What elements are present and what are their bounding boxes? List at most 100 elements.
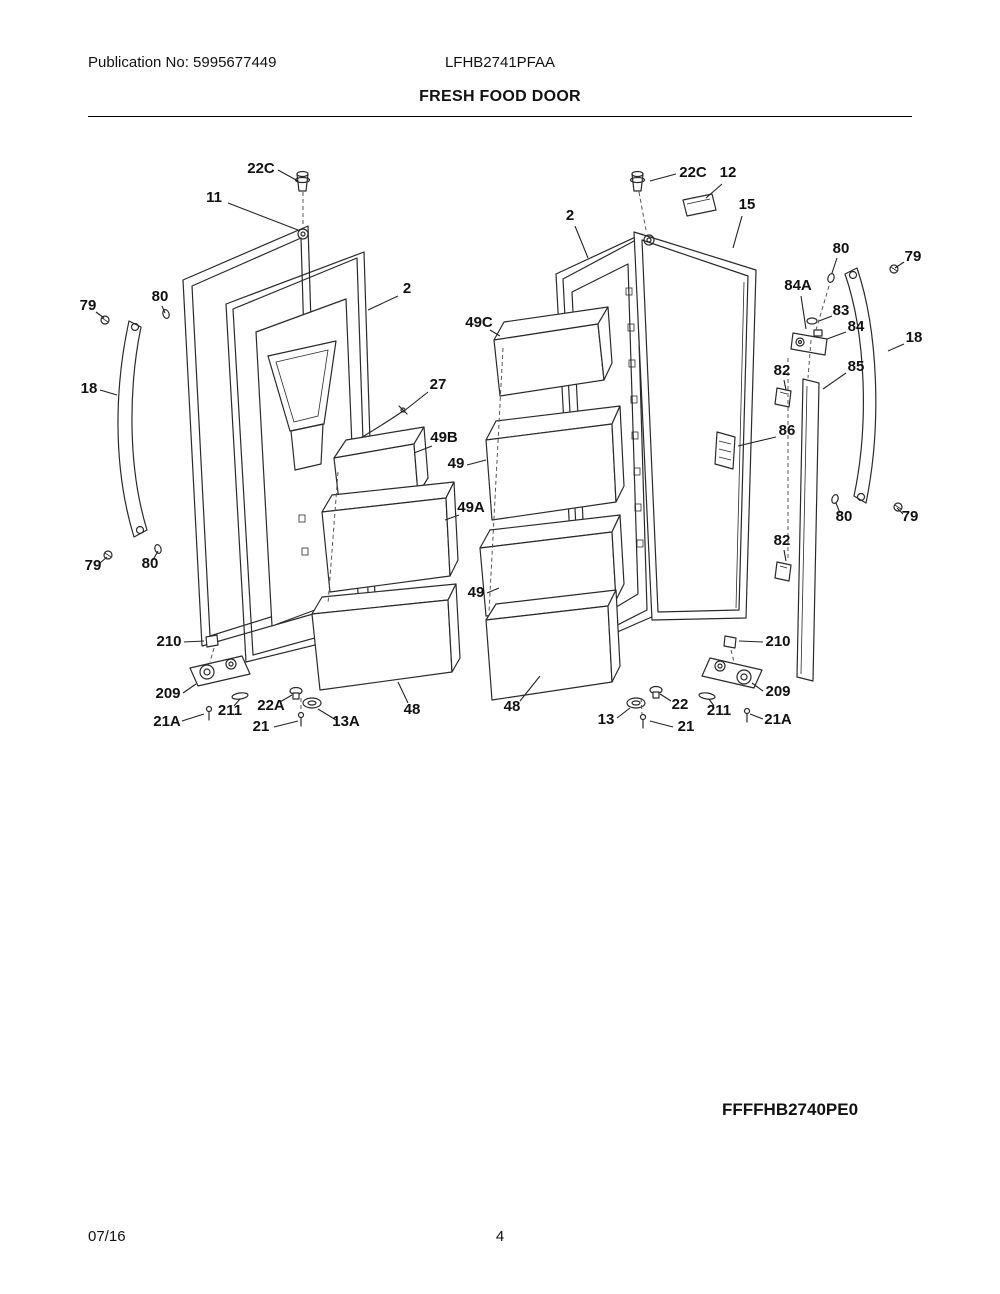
page-title: FRESH FOOD DOOR [419, 88, 581, 105]
callout-79: 79 [902, 508, 919, 525]
callout-leader-15 [732, 215, 743, 249]
callout-leader-49A [444, 514, 460, 521]
callout-leader-18 [99, 389, 118, 396]
callout-84: 84 [848, 318, 865, 335]
bracket-84a [790, 317, 828, 356]
right-door-handle [844, 267, 877, 504]
callout-leader-13 [616, 707, 631, 719]
callout-leader-13A [317, 708, 337, 721]
callout-leader-86 [737, 436, 777, 447]
callout-leader-11 [227, 202, 299, 231]
bin-48-left [311, 583, 461, 691]
model-number: LFHB2741PFAA [444, 54, 556, 71]
callout-18: 18 [906, 329, 923, 346]
callout-84A: 84A [784, 277, 812, 294]
callout-leader-18 [887, 343, 905, 352]
callout-2: 2 [566, 207, 574, 224]
footer-date: 07/16 [88, 1228, 126, 1245]
callout-86: 86 [779, 422, 796, 439]
dashed-guides [209, 191, 830, 715]
bin-49-middle [485, 405, 625, 521]
callout-49B: 49B [430, 429, 458, 446]
callout-leader-21A [181, 713, 205, 722]
callout-80: 80 [152, 288, 169, 305]
callout-leader-48 [397, 681, 409, 704]
callout-leader-2 [574, 225, 589, 259]
callout-21: 21 [678, 718, 695, 735]
callout-2: 2 [403, 280, 411, 297]
bin-48-right [485, 589, 621, 701]
callout-leader-84A [800, 295, 807, 330]
callout-leader-210 [738, 640, 764, 643]
callout-leader-27 [403, 391, 429, 412]
callout-leader-211 [708, 698, 715, 707]
publication-number: Publication No: 5995677449 [88, 54, 277, 71]
callout-leader-49C [489, 329, 501, 337]
callout-leader-49 [486, 587, 500, 594]
callout-11: 11 [206, 189, 222, 206]
callout-leader-83 [818, 315, 833, 322]
callout-22C: 22C [247, 160, 275, 177]
callout-22C: 22C [679, 164, 707, 181]
diagram-code: FFFFHB2740PE0 [722, 1100, 859, 1119]
right-hinge-assembly [626, 635, 763, 729]
callout-leader-82 [783, 379, 787, 391]
callout-leader-80 [831, 257, 838, 274]
callout-leader-80 [835, 502, 841, 514]
callout-49A: 49A [457, 499, 485, 516]
callout-leader-49B [413, 445, 433, 454]
callout-leader-85 [822, 372, 847, 390]
callout-48: 48 [404, 701, 421, 718]
callout-leader-79 [99, 556, 108, 564]
clip-82-lower [774, 561, 792, 582]
callout-82: 82 [774, 362, 791, 379]
callout-leader-21A [749, 713, 764, 720]
right-handle-screws [827, 264, 903, 512]
callout-leader-209 [182, 683, 197, 694]
callout-21A: 21A [153, 713, 181, 730]
callout-leader-79 [896, 507, 904, 515]
callout-22: 22 [672, 696, 689, 713]
right-outer-door-panel [633, 231, 757, 621]
callout-12: 12 [720, 164, 737, 181]
callout-27: 27 [430, 376, 447, 393]
callout-leader-12 [705, 183, 723, 199]
callout-22A: 22A [257, 697, 285, 714]
callout-80: 80 [142, 555, 159, 572]
bin-49a [321, 481, 459, 593]
callout-49: 49 [468, 584, 485, 601]
callout-leader-22C [277, 169, 299, 182]
callout-82: 82 [774, 532, 791, 549]
callout-15: 15 [739, 196, 756, 213]
callout-79: 79 [80, 297, 97, 314]
label-plate-12 [682, 193, 717, 217]
left-handle-screws [100, 309, 170, 560]
callout-209: 209 [765, 683, 790, 700]
callout-leader-22 [659, 693, 672, 702]
right-door-plug-22c [629, 170, 646, 192]
callout-211: 211 [218, 702, 242, 719]
callout-80: 80 [833, 240, 850, 257]
callout-210: 210 [156, 633, 181, 650]
control-panel-86 [714, 431, 736, 470]
callout-leader-22C [649, 173, 677, 182]
callout-leader-49 [466, 459, 487, 466]
callout-leader-82 [783, 549, 787, 562]
callout-leader-2 [367, 295, 399, 311]
left-door-handle [117, 320, 148, 538]
callout-83: 83 [833, 302, 850, 319]
callout-leader-84 [826, 331, 847, 340]
callout-leader-21 [649, 720, 674, 728]
callout-13: 13 [598, 711, 615, 728]
callout-leader-210 [183, 640, 205, 643]
callout-leader-22A [279, 694, 293, 703]
bin-49c [493, 306, 613, 397]
callout-leader-21 [273, 720, 299, 728]
clip-82-upper [774, 387, 792, 408]
callout-49C: 49C [465, 314, 493, 331]
title-rule [88, 116, 912, 117]
callout-21A: 21A [764, 711, 792, 728]
callout-leader-209 [751, 682, 764, 692]
